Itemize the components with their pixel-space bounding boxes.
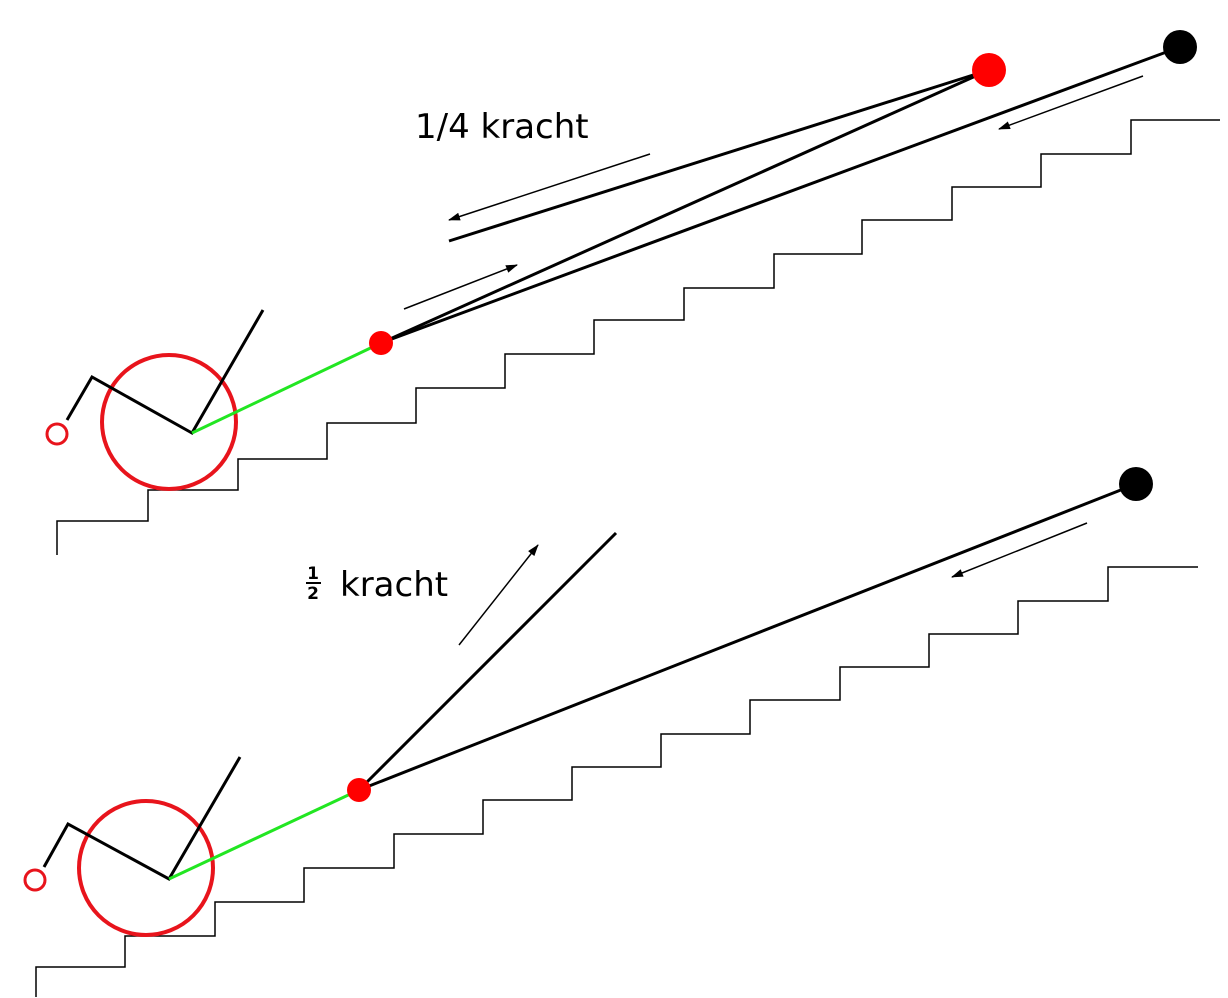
- bottom-force-word: kracht: [340, 565, 448, 605]
- top-small-wheel: [45, 422, 69, 446]
- bottom-wheelchair-frame: [42, 756, 242, 882]
- bottom-force-label: 1 2 kracht: [306, 564, 448, 605]
- fraction-denominator: 2: [307, 584, 319, 604]
- top-rope-pulley-lower: [380, 68, 990, 345]
- top-staircase: [56, 119, 1220, 555]
- top-green-arm: [191, 341, 382, 435]
- bottom-rope-pull: [357, 531, 618, 792]
- top-anchor-point: [1163, 30, 1197, 64]
- top-wheel: [100, 353, 238, 491]
- top-attachment-node: [369, 331, 393, 355]
- fraction-numerator: 1: [307, 564, 319, 584]
- top-moving-pulley: [972, 53, 1006, 87]
- bottom-anchor-point: [1119, 467, 1153, 501]
- bottom-small-wheel: [23, 868, 47, 892]
- top-scene: 1/4 kracht: [45, 30, 1220, 555]
- top-arrow-up: [403, 264, 518, 310]
- bottom-arrow-pull: [458, 544, 539, 646]
- bottom-attachment-node: [347, 778, 371, 802]
- bottom-staircase: [35, 566, 1198, 997]
- bottom-rope-anchor: [358, 482, 1137, 792]
- top-wheelchair-frame: [65, 309, 265, 436]
- top-rope-pulley-upper: [448, 68, 990, 243]
- bottom-wheel: [77, 799, 215, 937]
- top-rope-anchor: [380, 45, 1181, 345]
- top-arrow-anchor: [998, 75, 1144, 130]
- top-force-label: 1/4 kracht: [415, 107, 589, 147]
- bottom-scene: 1 2 kracht: [23, 467, 1198, 997]
- bottom-green-arm: [168, 788, 360, 881]
- bottom-arrow-anchor: [951, 522, 1088, 578]
- top-arrow-pull: [448, 153, 651, 221]
